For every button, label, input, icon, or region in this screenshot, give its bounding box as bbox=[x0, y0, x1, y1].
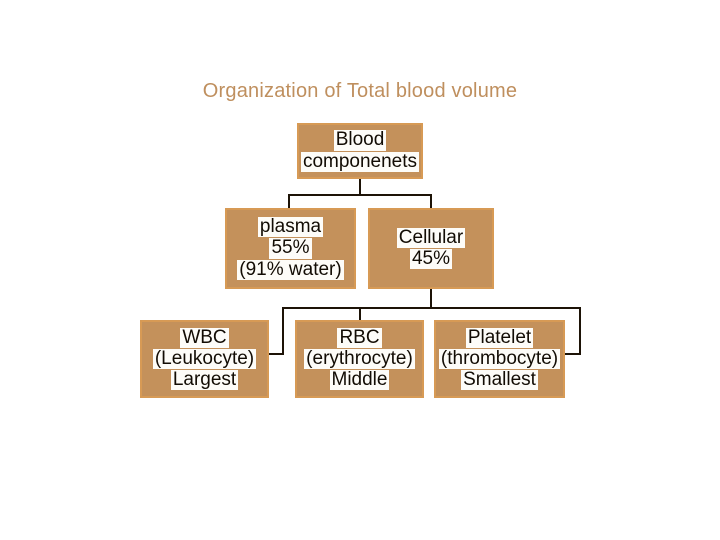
connector-cellular-stem bbox=[430, 289, 432, 308]
connector-level2-bus bbox=[288, 194, 432, 196]
node-label-line: Largest bbox=[170, 369, 239, 391]
connector-root-stem bbox=[359, 179, 361, 195]
node-label-line: 55% bbox=[269, 237, 312, 259]
connector-elbow-wbc bbox=[267, 353, 284, 355]
node-blood-components[interactable]: Blood componenets bbox=[297, 123, 423, 179]
connector-drop-platelet bbox=[579, 307, 581, 354]
node-label-line: Blood bbox=[333, 129, 387, 151]
node-label-line: Platelet bbox=[465, 326, 534, 348]
node-label-line: Smallest bbox=[461, 369, 538, 391]
node-wbc[interactable]: WBC (Leukocyte) Largest bbox=[140, 320, 269, 398]
connector-level3-bus bbox=[282, 307, 581, 309]
node-platelet[interactable]: Platelet (thrombocyte) Smallest bbox=[434, 320, 565, 398]
connector-drop-plasma bbox=[288, 194, 290, 209]
node-label-line: plasma bbox=[257, 216, 324, 238]
node-label-line: componenets bbox=[300, 150, 420, 172]
node-label-line: Cellular bbox=[396, 226, 466, 248]
node-label-line: (91% water) bbox=[237, 258, 344, 280]
node-label-line: Middle bbox=[329, 369, 390, 391]
node-plasma[interactable]: plasma 55% (91% water) bbox=[225, 208, 356, 289]
connector-drop-wbc bbox=[282, 307, 284, 354]
node-label-line: (erythrocyte) bbox=[304, 347, 415, 370]
connector-drop-cellular bbox=[430, 194, 432, 209]
node-cellular[interactable]: Cellular 45% bbox=[368, 208, 494, 289]
node-label-line: WBC bbox=[180, 326, 229, 348]
node-label-line: (thrombocyte) bbox=[438, 347, 561, 370]
connector-elbow-platelet bbox=[563, 353, 581, 355]
page-title: Organization of Total blood volume bbox=[202, 80, 518, 102]
node-rbc[interactable]: RBC (erythrocyte) Middle bbox=[295, 320, 424, 398]
node-label-line: (Leukocyte) bbox=[152, 347, 257, 370]
node-label-line: RBC bbox=[337, 326, 382, 348]
connector-drop-rbc bbox=[359, 307, 361, 321]
node-label-line: 45% bbox=[409, 248, 453, 270]
